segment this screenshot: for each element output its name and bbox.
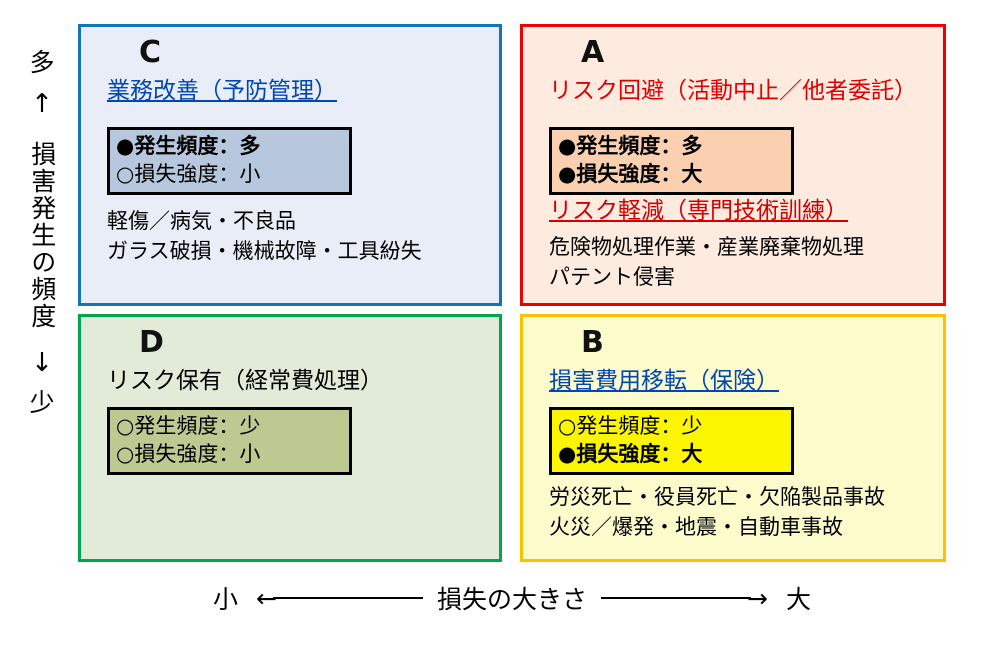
down-arrow-icon: ↓ (31, 348, 53, 378)
spec-marker-filled: ● (116, 134, 135, 158)
quadrant-a-spec-box: ●発生頻度：多 ●損失強度：大 (549, 127, 794, 196)
quadrant-c-spec-line-0: ●発生頻度：多 (116, 133, 341, 161)
quadrant-a[interactable]: A リスク回避（活動中止／他者委託） ●発生頻度：多 ●損失強度：大 リスク軽減… (520, 24, 946, 306)
quadrant-c-example-1: ガラス破損・機械故障・工具紛失 (107, 238, 422, 263)
quadrant-a-spec-line-0: ●発生頻度：多 (558, 133, 783, 161)
quadrant-a-sub-link[interactable]: リスク軽減（専門技術訓練） (549, 198, 848, 224)
spec-marker-hollow: ○ (116, 161, 135, 186)
quadrant-c-example-0: 軽傷／病気・不良品 (107, 209, 296, 233)
left-arrow-glyph: ← (256, 583, 277, 613)
spec-marker-filled: ● (558, 161, 577, 186)
quadrant-d-letter: D (139, 325, 164, 360)
spec-marker-hollow: ○ (116, 414, 135, 438)
quadrant-c[interactable]: C 業務改善（予防管理） ●発生頻度：多 ○損失強度：小 軽傷／病気・不良品 ガ… (78, 24, 502, 306)
spec-text: 損失強度：大 (576, 161, 703, 186)
quadrant-c-examples: 軽傷／病気・不良品 ガラス破損・機械故障・工具紛失 (107, 207, 422, 267)
quadrant-d[interactable]: D リスク保有（経常費処理） ○発生頻度：少 ○損失強度：小 (78, 314, 502, 562)
quadrant-a-letter: A (581, 35, 605, 70)
right-arrow-line (601, 597, 751, 599)
quadrant-a-example-0: 危険物処理作業・産業廃棄物処理 (549, 235, 864, 259)
quadrant-a-examples: 危険物処理作業・産業廃棄物処理 パテント侵害 (549, 233, 864, 293)
frequency-axis-title: 損害発生の頻度 (27, 141, 57, 330)
spec-text: 発生頻度：多 (134, 134, 261, 158)
quadrant-d-spec-line-1: ○損失強度：小 (116, 441, 341, 469)
quadrant-b-letter: B (581, 325, 604, 360)
quadrant-b-spec-box: ○発生頻度：少 ●損失強度：大 (549, 407, 794, 476)
severity-axis-low-label: 小 (213, 585, 239, 614)
quadrant-b-example-1: 火災／爆発・地震・自動車事故 (549, 514, 843, 539)
quadrant-a-heading: リスク回避（活動中止／他者委託） (549, 78, 917, 104)
quadrant-d-heading: リスク保有（経常費処理） (107, 368, 383, 394)
quadrant-b[interactable]: B 損害費用移転（保険） ○発生頻度：少 ●損失強度：大 労災死亡・役員死亡・欠… (520, 314, 946, 562)
severity-axis-high-label: 大 (785, 585, 811, 614)
quadrant-d-spec-line-0: ○発生頻度：少 (116, 413, 341, 441)
frequency-axis: 多 ↑ 損害発生の頻度 ↓ 少 (14, 50, 70, 550)
left-arrow-line (272, 597, 423, 599)
quadrant-b-heading-link[interactable]: 損害費用移転（保険） (549, 368, 779, 394)
quadrant-c-heading-link[interactable]: 業務改善（予防管理） (107, 78, 337, 104)
quadrant-b-spec-line-0: ○発生頻度：少 (558, 413, 783, 441)
quadrant-b-examples: 労災死亡・役員死亡・欠陥製品事故 火災／爆発・地震・自動車事故 (549, 483, 885, 543)
quadrant-c-spec-box: ●発生頻度：多 ○損失強度：小 (107, 127, 352, 196)
up-arrow-icon: ↑ (31, 89, 53, 119)
quadrant-b-example-0: 労災死亡・役員死亡・欠陥製品事故 (549, 485, 885, 509)
quadrant-b-spec-line-1: ●損失強度：大 (558, 441, 783, 469)
spec-text: 発生頻度：少 (576, 414, 703, 438)
spec-text: 発生頻度：多 (576, 134, 703, 158)
frequency-axis-low-label: 少 (29, 388, 55, 417)
quadrant-c-spec-line-1: ○損失強度：小 (116, 161, 341, 189)
spec-marker-hollow: ○ (558, 414, 577, 438)
right-arrow-icon: → (601, 586, 768, 611)
spec-marker-filled: ● (558, 441, 577, 466)
spec-text: 発生頻度：少 (134, 414, 261, 438)
spec-text: 損失強度：小 (134, 161, 261, 186)
spec-text: 損失強度：大 (576, 441, 703, 466)
frequency-axis-high-label: 多 (29, 48, 55, 77)
spec-text: 損失強度：小 (134, 441, 261, 466)
right-arrow-glyph: → (747, 583, 768, 613)
severity-axis: 小 ← 損失の大きさ → 大 (78, 578, 946, 618)
spec-marker-filled: ● (558, 134, 577, 158)
quadrant-a-example-1: パテント侵害 (549, 264, 675, 289)
left-arrow-icon: ← (256, 586, 423, 611)
quadrant-c-letter: C (139, 35, 162, 70)
spec-marker-hollow: ○ (116, 441, 135, 466)
quadrant-d-spec-box: ○発生頻度：少 ○損失強度：小 (107, 407, 352, 476)
severity-axis-title: 損失の大きさ (436, 585, 587, 614)
quadrant-a-spec-line-1: ●損失強度：大 (558, 161, 783, 189)
